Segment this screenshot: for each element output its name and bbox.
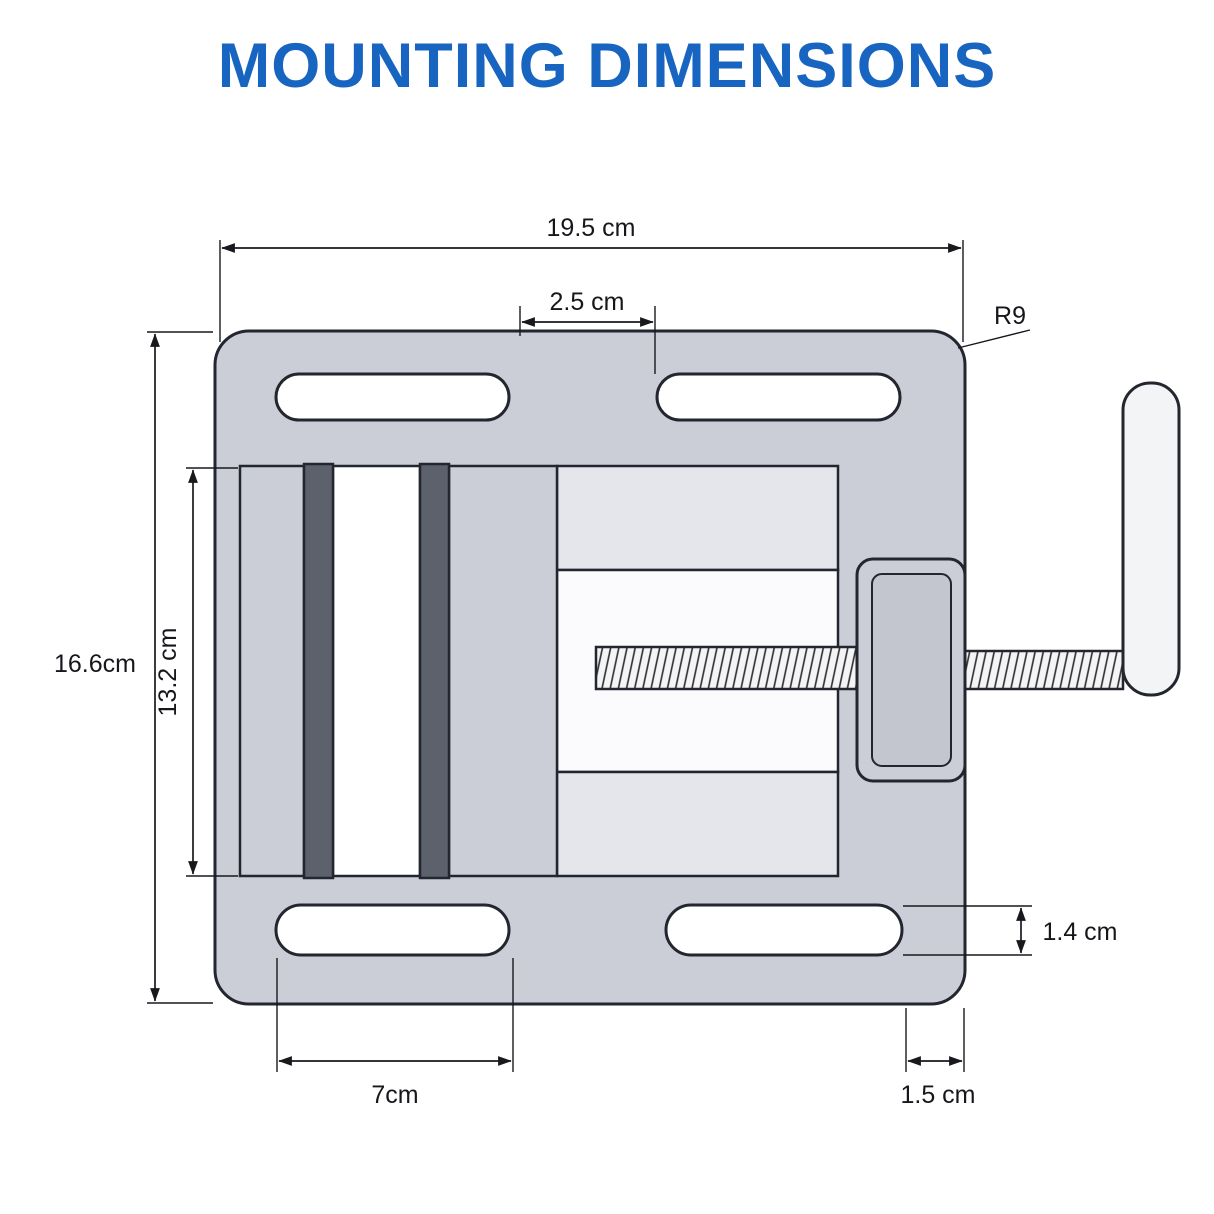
movable-jaw-body [447,464,559,878]
vise [213,329,1181,1006]
mounting-slot-bottom-left [274,903,511,957]
dim-corner-radius-label: R9 [994,302,1026,330]
movable-jaw-plate [418,462,451,880]
dim-inner-depth-label: 13.2 cm [154,628,182,717]
handle-bar [1121,381,1181,697]
fixed-jaw-base [238,464,306,878]
lead-screw-right [963,649,1125,691]
dim-slot-height: 1.4 cm [903,905,1118,956]
dim-top-width-label: 19.5 cm [547,214,636,242]
dim-overall-depth-label: 16.6cm [54,650,136,678]
dim-edge-margin-label: 1.5 cm [900,1081,975,1109]
dim-slot-length: 7cm [276,958,514,1109]
page-title: MOUNTING DIMENSIONS [217,31,997,101]
guide-rail-top [555,464,840,572]
dim-jaw-offset-label: 2.5 cm [549,288,624,316]
mounting-slot-bottom-right [664,903,904,957]
dim-inner-depth: 13.2 cm [154,467,238,877]
guide-rail-bottom [555,770,840,878]
jaw-opening [331,464,422,878]
dim-jaw-offset: 2.5 cm [519,288,656,374]
dim-slot-height-label: 1.4 cm [1042,918,1117,946]
mounting-slot-top-right [655,372,902,422]
mounting-slot-top-left [274,372,511,422]
dim-corner-radius: R9 [957,302,1031,349]
dim-slot-length-label: 7cm [371,1081,418,1109]
dim-overall-depth: 16.6cm [54,331,213,1004]
slider-block-inner [871,573,952,767]
fixed-jaw-plate [302,462,335,880]
dim-edge-margin: 1.5 cm [900,1008,976,1109]
dim-top-width: 19.5 cm [219,214,964,342]
lead-screw-left [594,645,860,691]
